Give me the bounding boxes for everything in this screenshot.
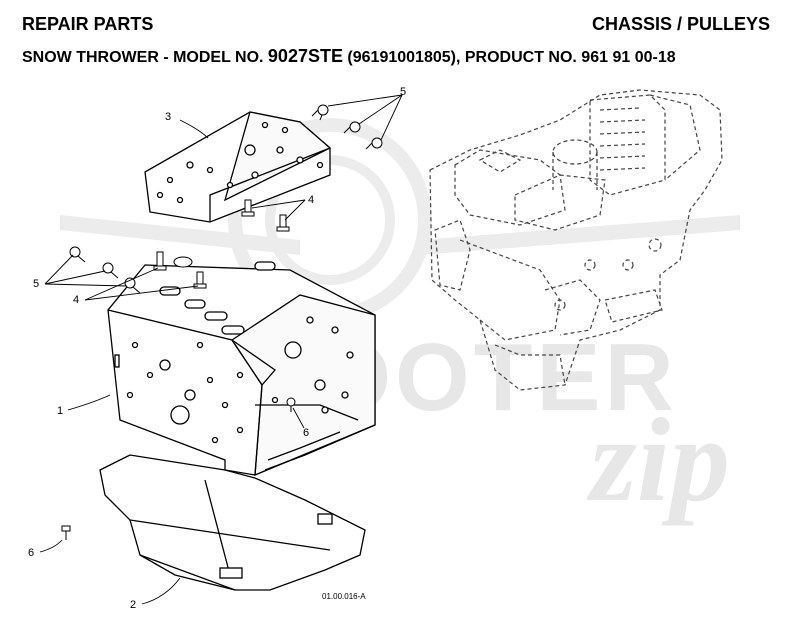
screw-5d	[69, 246, 86, 263]
callout-part-1: 1	[57, 405, 63, 417]
screw-6a	[286, 397, 296, 412]
part-1-chassis	[107, 261, 376, 477]
callout-part-6-left: 6	[28, 547, 34, 559]
subtitle-suffix: (96191001805), PRODUCT NO. 961 91 00-18	[342, 49, 676, 66]
watermark-brand-script: zip	[586, 393, 730, 526]
screw-5a	[311, 104, 329, 121]
screw-5b	[343, 121, 361, 134]
callout-part-6-right: 6	[303, 427, 309, 439]
stud-4c	[153, 251, 167, 271]
part-3-cover-plate	[144, 111, 332, 223]
stud-4d	[193, 271, 207, 289]
screw-5f	[124, 277, 141, 294]
screw-5e	[102, 262, 119, 279]
grommet	[173, 256, 193, 268]
screw-6b	[61, 525, 71, 540]
watermark-bar-left	[60, 215, 300, 255]
stud-4a	[241, 199, 255, 217]
callout-part-5-left: 5	[33, 278, 39, 290]
callout-part-4-upper: 4	[308, 194, 314, 206]
section-title: REPAIR PARTS	[22, 14, 154, 34]
part-2-bottom-plate	[99, 454, 366, 591]
model-number: 9027STE	[267, 46, 343, 66]
callout-part-4-left: 4	[73, 294, 79, 306]
engine-outline	[429, 89, 723, 391]
drawing-code: 01.00.016-A	[322, 592, 366, 601]
screw-5c	[365, 137, 383, 150]
leader-lines	[39, 94, 403, 605]
model-subtitle: SNOW THROWER - MODEL NO. 9027STE (961910…	[22, 46, 676, 67]
fasteners	[61, 104, 383, 540]
callout-part-2: 2	[130, 599, 136, 611]
callout-part-5-top: 5	[400, 86, 406, 98]
callout-part-3: 3	[165, 111, 171, 123]
subtitle-prefix: SNOW THROWER - MODEL NO.	[22, 49, 268, 66]
stud-4b	[276, 214, 290, 232]
category-title: CHASSIS / PULLEYS	[591, 14, 770, 34]
watermark-bar-right	[420, 215, 740, 255]
